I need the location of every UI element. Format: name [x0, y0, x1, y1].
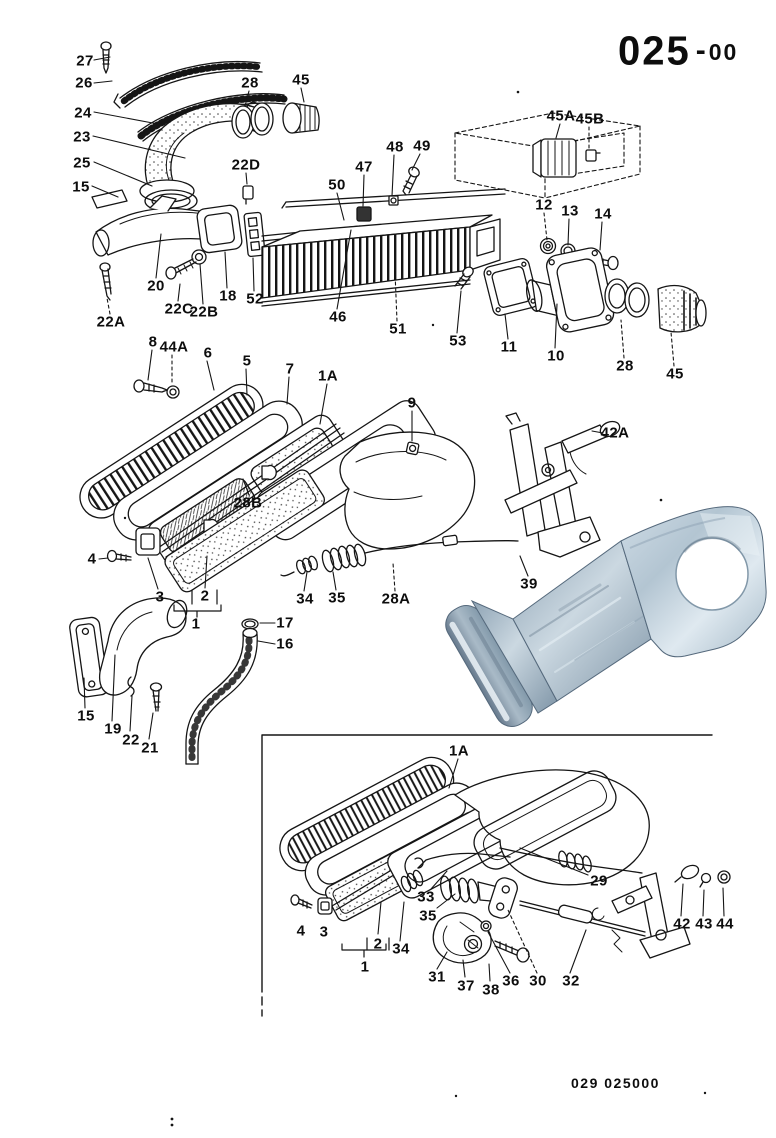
metal-bracket-tool-photo: [445, 506, 767, 727]
callout-31: 31: [428, 968, 446, 986]
callout-35-inset: 35: [419, 907, 437, 925]
callout-18: 18: [219, 287, 237, 305]
callout-44A: 44A: [159, 338, 189, 356]
page-code-suffix: 00: [708, 39, 739, 65]
callout-36: 36: [502, 972, 520, 990]
callout-43: 43: [695, 915, 713, 933]
callout-45-right: 45: [666, 365, 684, 383]
callout-42A: 42A: [600, 424, 630, 442]
callout-53: 53: [449, 332, 467, 350]
callout-47: 47: [355, 158, 373, 176]
callout-9: 9: [407, 394, 417, 412]
callout-27: 27: [76, 52, 94, 70]
callout-1-main: 1: [191, 615, 201, 633]
callout-23: 23: [73, 128, 91, 146]
inset-variant-assembly-drawing: [261, 734, 731, 1017]
callout-3-inset: 3: [319, 923, 329, 941]
callout-37: 37: [457, 977, 475, 995]
callout-6: 6: [203, 344, 213, 362]
callout-35-main: 35: [328, 589, 346, 607]
callout-8: 8: [148, 333, 158, 351]
callout-11: 11: [500, 338, 518, 356]
page-code: 025 - 00: [618, 28, 739, 74]
callout-42: 42: [673, 915, 691, 933]
callout-50: 50: [328, 176, 346, 194]
callout-15-top: 15: [72, 178, 90, 196]
callout-45B: 45B: [575, 110, 605, 128]
callout-29: 29: [590, 872, 608, 890]
callout-45A: 45A: [546, 107, 576, 125]
callout-16: 16: [276, 635, 294, 653]
footer-plate-code: 029 025000: [571, 1075, 660, 1091]
callout-13: 13: [561, 202, 579, 220]
callout-25: 25: [73, 154, 91, 172]
callout-14: 14: [594, 205, 612, 223]
heater-vent-box-drawing: [261, 112, 641, 307]
callout-28B: 28B: [233, 494, 263, 512]
callout-1A-inset: 1A: [449, 742, 469, 760]
callout-38: 38: [482, 981, 500, 999]
callout-28-right: 28: [616, 357, 634, 375]
callout-51: 51: [389, 320, 407, 338]
callout-1A-main: 1A: [318, 367, 338, 385]
callout-39: 39: [520, 575, 538, 593]
callout-22A: 22A: [96, 313, 126, 331]
callout-46: 46: [329, 308, 347, 326]
callout-4-inset: 4: [296, 922, 306, 940]
callout-17: 17: [276, 614, 294, 632]
callout-7: 7: [285, 360, 295, 378]
callout-24: 24: [74, 104, 92, 122]
callout-2-main: 2: [200, 587, 210, 605]
callout-15-bottom: 15: [77, 707, 95, 725]
callout-2-inset: 2: [373, 935, 383, 953]
lower-duct-drawing: [69, 597, 259, 766]
callout-12: 12: [535, 196, 553, 214]
callout-26: 26: [75, 74, 93, 92]
callout-22B: 22B: [189, 303, 219, 321]
callout-33: 33: [417, 888, 435, 906]
callout-30: 30: [529, 972, 547, 990]
air-intake-assembly-drawing: [91, 41, 320, 301]
callout-45-top: 45: [292, 71, 310, 89]
callout-49: 49: [413, 137, 431, 155]
callout-1-inset: 1: [360, 958, 370, 976]
heater-core-panels-drawing: [79, 379, 621, 593]
page-specks: [123, 90, 738, 1127]
callout-48: 48: [386, 138, 404, 156]
callout-19: 19: [104, 720, 122, 738]
callout-44: 44: [716, 915, 734, 933]
callout-28A: 28A: [381, 590, 411, 608]
leader-lines: [83, 56, 725, 982]
outlet-funnel-drawing: [483, 237, 707, 333]
callout-22: 22: [122, 731, 140, 749]
callout-34-inset: 34: [392, 940, 410, 958]
callout-22C: 22C: [164, 300, 194, 318]
group-brackets: [173, 589, 222, 618]
callout-22D: 22D: [231, 156, 261, 174]
callout-20: 20: [147, 277, 165, 295]
callout-28-top: 28: [241, 74, 259, 92]
callout-34-main: 34: [296, 590, 314, 608]
page-code-main: 025: [618, 28, 691, 74]
page-code-separator: -: [695, 34, 706, 67]
callout-5: 5: [242, 352, 252, 370]
callout-32: 32: [562, 972, 580, 990]
callout-21: 21: [141, 739, 159, 757]
callout-10: 10: [547, 347, 565, 365]
callout-3-main: 3: [155, 588, 165, 606]
callout-52: 52: [246, 290, 264, 308]
callout-4-main: 4: [87, 550, 97, 568]
